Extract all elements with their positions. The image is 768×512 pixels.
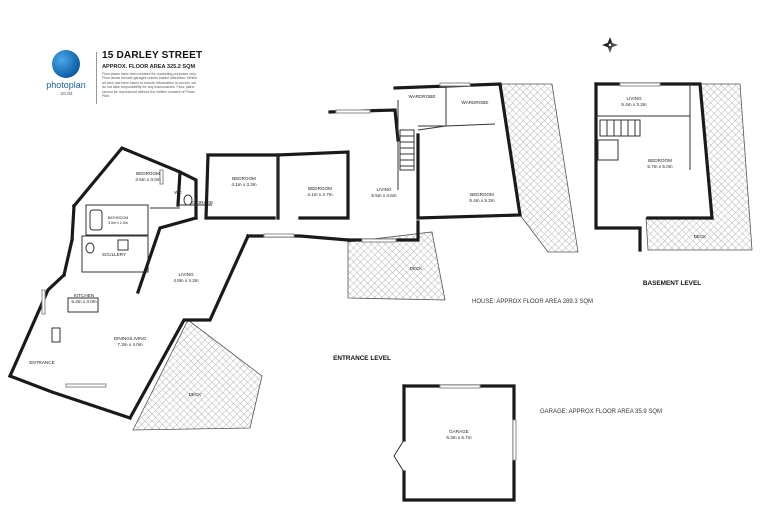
svg-text:LIVING: LIVING bbox=[178, 272, 193, 277]
room-basement-deck: DECK bbox=[694, 234, 708, 239]
room-bedroom-master: BEDROOM 5.4m x 5.2m bbox=[469, 192, 494, 203]
svg-text:DINING/LIVING: DINING/LIVING bbox=[114, 336, 147, 341]
svg-text:LIVING: LIVING bbox=[626, 96, 641, 101]
north-arrow-icon bbox=[602, 37, 618, 53]
photoplan-logo: photoplan .co.nz bbox=[40, 50, 92, 104]
brand-domain: .co.nz bbox=[59, 91, 73, 97]
header-divider bbox=[96, 52, 97, 104]
svg-text:BEDROOM: BEDROOM bbox=[470, 192, 494, 197]
basement-walls bbox=[594, 82, 714, 252]
svg-text:5.2m x 3.0m: 5.2m x 3.0m bbox=[71, 299, 96, 304]
svg-text:5.4m x 5.2m: 5.4m x 5.2m bbox=[469, 198, 494, 203]
deck-upper-shape bbox=[347, 231, 446, 301]
room-deck-lower: DECK bbox=[189, 392, 203, 397]
svg-text:5.7m x 5.0m: 5.7m x 5.0m bbox=[647, 164, 672, 169]
fixtures bbox=[51, 194, 193, 343]
room-entrance: ENTRANCE bbox=[29, 360, 54, 365]
room-bedroom-3: BEDROOM 4.1m x 2.7m bbox=[307, 186, 332, 197]
windows bbox=[41, 82, 471, 388]
floor-area-subtitle: APPROX. FLOOR AREA 325.2 SQM bbox=[102, 64, 196, 70]
garage-walls bbox=[393, 384, 517, 502]
svg-text:BEDROOM: BEDROOM bbox=[308, 186, 332, 191]
svg-text:LIVING: LIVING bbox=[376, 187, 391, 192]
room-basement-bedroom: BEDROOM 5.7m x 5.0m bbox=[647, 158, 672, 169]
svg-text:4.1m x 3.3m: 4.1m x 3.3m bbox=[231, 182, 256, 187]
room-kitchen: KITCHEN 5.2m x 3.0m bbox=[71, 293, 96, 304]
svg-text:KITCHEN: KITCHEN bbox=[74, 293, 94, 298]
garage-area-caption: GARAGE: APPROX FLOOR AREA 35.9 SQM bbox=[540, 409, 662, 415]
room-living-mid: LIVING 4.8m x 4.3m bbox=[173, 272, 198, 283]
svg-text:4.1m x 2.7m: 4.1m x 2.7m bbox=[307, 192, 332, 197]
svg-text:BATHROOM: BATHROOM bbox=[108, 216, 129, 220]
room-deck-upper: DECK bbox=[410, 266, 424, 271]
svg-text:6.3m x 5.7m: 6.3m x 5.7m bbox=[446, 435, 471, 440]
stairs-upper bbox=[399, 129, 415, 171]
deck-lower-shape bbox=[132, 319, 263, 431]
svg-text:4.8m x 4.3m: 4.8m x 4.3m bbox=[173, 278, 198, 283]
room-storage: STORAGE bbox=[191, 200, 213, 205]
room-wardrobe-1: WARDROBE bbox=[409, 94, 436, 99]
property-title: 15 DARLEY STREET bbox=[102, 50, 203, 61]
disclaimer-text: Floor plans have been created for market… bbox=[102, 72, 197, 99]
svg-text:BEDROOM: BEDROOM bbox=[136, 171, 160, 176]
room-bedroom-2: BEDROOM 4.1m x 3.3m bbox=[231, 176, 256, 187]
logo-globe-icon bbox=[52, 50, 80, 78]
room-scullery: SCULLERY bbox=[102, 252, 126, 257]
room-basement-living: LIVING 5.4m x 3.3m bbox=[621, 96, 646, 107]
room-living-upper: LIVING 8.5m x 3.6m bbox=[371, 187, 396, 198]
room-wc: WC bbox=[174, 190, 182, 195]
svg-text:3.0m x 2.0m: 3.0m x 2.0m bbox=[108, 221, 128, 225]
svg-text:BEDROOM: BEDROOM bbox=[232, 176, 256, 181]
stairs-basement bbox=[599, 119, 641, 137]
svg-text:7.3m x 4.0m: 7.3m x 4.0m bbox=[117, 342, 142, 347]
room-garage: GARAGE 6.3m x 5.7m bbox=[446, 429, 471, 440]
room-bedroom-nw: BEDROOM 3.5m x 3.0m bbox=[135, 171, 160, 182]
svg-text:5.4m x 3.3m: 5.4m x 3.3m bbox=[621, 102, 646, 107]
svg-text:BEDROOM: BEDROOM bbox=[648, 158, 672, 163]
entrance-level-walls bbox=[7, 82, 522, 421]
svg-text:GARAGE: GARAGE bbox=[449, 429, 469, 434]
svg-text:3.5m x 3.0m: 3.5m x 3.0m bbox=[135, 177, 160, 182]
room-wardrobe-2: WARDROBE bbox=[462, 100, 489, 105]
brand-name: photoplan bbox=[46, 80, 86, 90]
room-dining-living: DINING/LIVING 7.3m x 4.0m bbox=[114, 336, 147, 347]
svg-text:8.5m x 3.6m: 8.5m x 3.6m bbox=[371, 193, 396, 198]
house-area-caption: HOUSE: APPROX FLOOR AREA 289.3 SQM bbox=[472, 299, 593, 305]
room-bathroom: BATHROOM 3.0m x 2.0m bbox=[108, 216, 129, 225]
entrance-level-caption: ENTRANCE LEVEL bbox=[333, 355, 391, 362]
basement-level-caption: BASEMENT LEVEL bbox=[643, 280, 701, 287]
